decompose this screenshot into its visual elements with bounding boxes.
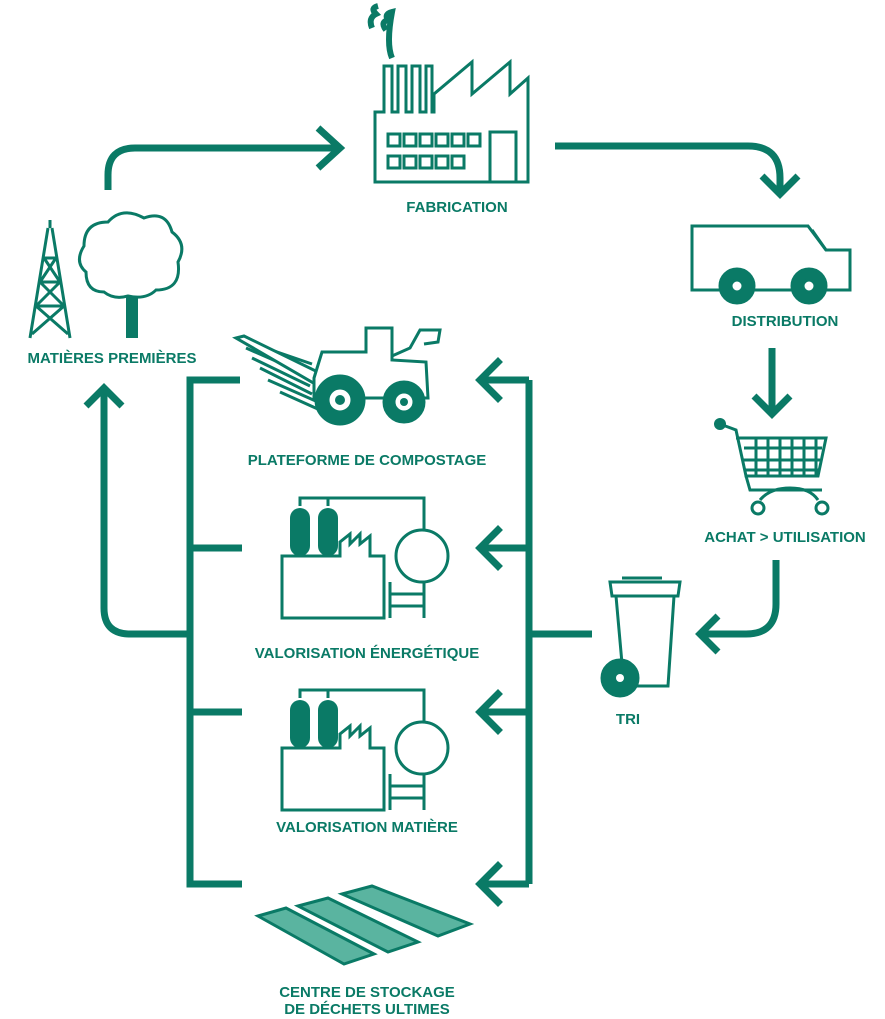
arrow-to-achat (751, 393, 793, 419)
tractor-icon (232, 326, 442, 426)
left-bus-branches (190, 544, 242, 716)
label-matieres-premieres: MATIÈRES PREMIÈRES (27, 350, 197, 367)
wheelie-bin-icon (600, 576, 682, 698)
connector-to-matieres (100, 392, 190, 638)
label-tri: TRI (615, 711, 641, 728)
label-fabrication: FABRICATION (406, 199, 508, 216)
arrow-to-matieres (83, 383, 125, 409)
bus-branches (483, 376, 529, 888)
connector-to-distribution (555, 142, 784, 190)
connector-to-tri (700, 560, 780, 638)
arrow-to-tri (695, 613, 721, 655)
label-centre-stockage: CENTRE DE STOCKAGE DE DÉCHETS ULTIMES (279, 984, 455, 1018)
connector-to-fabrication (104, 144, 335, 190)
tree-and-pylon-icon (28, 211, 184, 339)
left-bus (186, 376, 242, 888)
factory-icon (367, 3, 530, 184)
label-distribution: DISTRIBUTION (731, 313, 839, 330)
label-stockage-line1: CENTRE DE STOCKAGE (279, 984, 455, 1001)
shopping-cart-icon (714, 418, 830, 516)
arrow-to-fabrication (315, 125, 346, 171)
landfill-cells-icon (254, 884, 475, 966)
label-achat: ACHAT > UTILISATION (704, 529, 866, 546)
bus-arrow-heads (480, 362, 498, 902)
label-valorisation-matiere: VALORISATION MATIÈRE (276, 819, 458, 836)
label-compostage: PLATEFORME DE COMPOSTAGE (247, 452, 487, 469)
arrow-to-distribution (759, 173, 801, 199)
energy-plant-icon (280, 496, 450, 620)
label-valorisation-energetique: VALORISATION ÉNERGÉTIQUE (254, 645, 480, 662)
truck-icon (690, 224, 852, 305)
recycling-plant-icon (280, 688, 450, 812)
flow-connectors (83, 125, 801, 888)
label-stockage-line2: DE DÉCHETS ULTIMES (284, 1001, 450, 1018)
